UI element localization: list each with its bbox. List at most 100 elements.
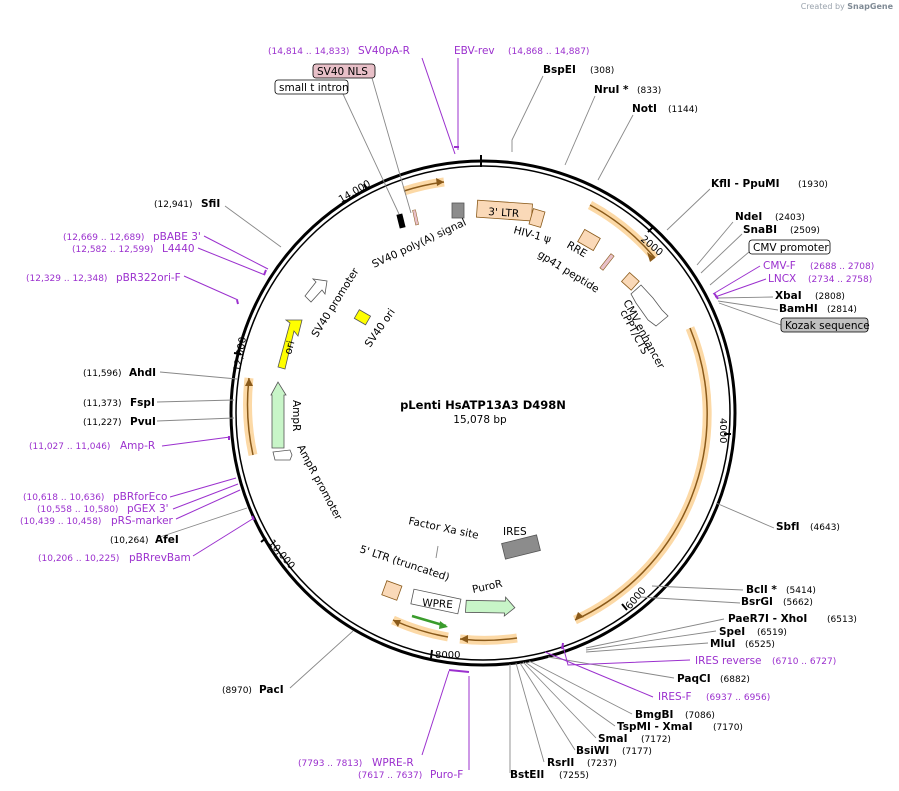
enzyme-label[interactable]: XbaI xyxy=(775,290,802,302)
feature-3ltr: 3' LTR xyxy=(488,206,520,220)
primer-label[interactable]: Puro-F xyxy=(430,769,463,781)
feature-shape-ampr-promoter xyxy=(272,449,293,461)
enzyme-label[interactable]: AfeI xyxy=(155,534,179,546)
leader-ahdi xyxy=(159,371,238,380)
leader-rsrii xyxy=(515,662,545,763)
leader-l4440 xyxy=(197,247,266,276)
enzyme-label[interactable]: SnaBI xyxy=(743,224,777,236)
feature-shape-sv40-ori xyxy=(353,309,372,326)
enzyme-label[interactable]: BsrGI xyxy=(741,596,773,608)
leader-bsiwi xyxy=(519,662,576,751)
feature-ori: ori xyxy=(282,339,297,355)
primer-label[interactable]: SV40pA-R xyxy=(358,45,410,57)
leader-lncx xyxy=(714,278,767,298)
primer-label[interactable]: LNCX xyxy=(768,273,796,285)
primer-label[interactable]: pBRrevBam xyxy=(129,552,191,564)
feature-shape-polya-black xyxy=(396,213,406,229)
enzyme-labels: BspEI (308) NruI * (833) NotI (1144) Kfl… xyxy=(83,64,857,781)
arrowhead-ampr xyxy=(245,378,253,386)
leader-xhoi xyxy=(585,618,725,649)
leader-tspmi xyxy=(524,661,616,727)
enzyme-label[interactable]: BspEI xyxy=(543,64,576,76)
primer-label[interactable]: CMV-F xyxy=(763,260,796,272)
feature-shape-ampr xyxy=(270,381,287,449)
enzyme-pos: (6513) xyxy=(827,615,857,625)
leader-pbrrevbam xyxy=(192,517,255,557)
kozak-box[interactable] xyxy=(780,317,869,333)
feature-shape-polya-bar xyxy=(412,209,419,226)
enzyme-leader-lines xyxy=(156,75,782,773)
primer-label[interactable]: EBV-rev xyxy=(454,45,495,57)
enzyme-label[interactable]: RsrII xyxy=(547,757,574,769)
enzyme-label[interactable]: BmgBI xyxy=(635,709,673,721)
enzyme-label[interactable]: BamHI xyxy=(779,303,818,315)
enzyme-label[interactable]: BclI * xyxy=(746,584,777,596)
enzyme-pos: (833) xyxy=(637,86,661,96)
primer-label[interactable]: IRES reverse xyxy=(695,655,762,667)
orf-arrowheads xyxy=(245,178,655,643)
plasmid-size: 15,078 bp xyxy=(453,414,507,426)
sv40-nls-label: SV40 NLS xyxy=(317,66,368,78)
primer-label[interactable]: WPRE-R xyxy=(372,757,414,769)
enzyme-pos: (2509) xyxy=(790,226,820,236)
enzyme-label[interactable]: AhdI xyxy=(129,367,156,379)
feature-shape-puror xyxy=(465,596,516,617)
feature-shape-ires xyxy=(501,534,541,560)
enzyme-label[interactable]: BstEII xyxy=(510,769,544,781)
cmv-promoter-box[interactable] xyxy=(748,239,831,255)
plasmid-name: pLenti HsATP13A3 D498N xyxy=(400,398,566,412)
enzyme-label[interactable]: FspI xyxy=(130,397,155,409)
enzyme-label[interactable]: PvuI xyxy=(130,416,156,428)
enzyme-label[interactable]: PacI xyxy=(259,684,284,696)
enzyme-pos: (8970) xyxy=(222,686,252,696)
primer-label[interactable]: pBR322ori-F xyxy=(116,272,181,284)
enzyme-label[interactable]: SmaI xyxy=(598,733,628,745)
primer-label[interactable]: L4440 xyxy=(162,243,195,255)
primer-pos: (12,669 .. 12,689) xyxy=(63,233,144,243)
enzyme-label[interactable]: NotI xyxy=(632,103,657,115)
enzyme-label[interactable]: SpeI xyxy=(719,626,745,638)
feature-shape-wpre xyxy=(410,588,462,615)
enzyme-label[interactable]: BsiWI xyxy=(576,745,609,757)
feature-ires: IRES xyxy=(503,526,527,538)
enzyme-label[interactable]: TspMI - XmaI xyxy=(617,721,693,733)
primer-label[interactable]: Amp-R xyxy=(120,440,155,452)
feature-shapes xyxy=(270,199,669,617)
enzyme-label[interactable]: SbfI xyxy=(776,521,800,533)
small-t-intron-box[interactable] xyxy=(274,79,349,95)
enzyme-label[interactable]: SfiI xyxy=(201,198,220,210)
enzyme-label[interactable]: PaqCI xyxy=(677,673,711,685)
feature-shape-sv40-promoter xyxy=(304,278,328,303)
leader-bmgbi xyxy=(528,660,633,715)
primer-label[interactable]: pRS-marker xyxy=(111,515,174,527)
primer-label[interactable]: pGEX 3' xyxy=(127,503,169,515)
leader-mlui xyxy=(585,642,709,653)
arrowhead-puro xyxy=(460,635,468,643)
primer-pos: (2734 .. 2758) xyxy=(808,275,872,285)
feature-gp41: gp41 peptide xyxy=(535,248,601,295)
primer-pos: (10,206 .. 10,225) xyxy=(38,554,119,564)
enzyme-pos: (7172) xyxy=(641,735,671,745)
leader-ires-reverse xyxy=(562,645,691,666)
boxed-labels: SV40 NLS small t intron CMV promoter Koz… xyxy=(274,63,870,333)
leader-sfii xyxy=(224,205,282,248)
enzyme-pos: (7237) xyxy=(587,759,617,769)
enzyme-label[interactable]: NdeI xyxy=(735,211,762,223)
arrowhead-top xyxy=(436,178,444,186)
primer-label[interactable]: pBRforEco xyxy=(113,491,167,503)
primer-label[interactable]: IRES-F xyxy=(658,691,692,703)
mark-pbr322 xyxy=(236,299,239,305)
leader-bsrgi xyxy=(639,596,741,604)
enzyme-pos: (7170) xyxy=(713,723,743,733)
enzyme-label[interactable]: NruI * xyxy=(594,84,629,96)
enzyme-label[interactable]: PaeR7I - XhoI xyxy=(728,613,807,625)
primer-pos: (10,618 .. 10,636) xyxy=(23,493,104,503)
backbone-outer-ring xyxy=(229,159,737,667)
primer-pos: (7793 .. 7813) xyxy=(298,759,362,769)
primer-label[interactable]: pBABE 3' xyxy=(153,231,201,243)
enzyme-label[interactable]: MluI xyxy=(710,638,735,650)
sv40-nls-box[interactable] xyxy=(312,63,376,79)
enzyme-label[interactable]: KflI - PpuMI xyxy=(711,178,780,190)
leader-nrui xyxy=(564,95,596,166)
